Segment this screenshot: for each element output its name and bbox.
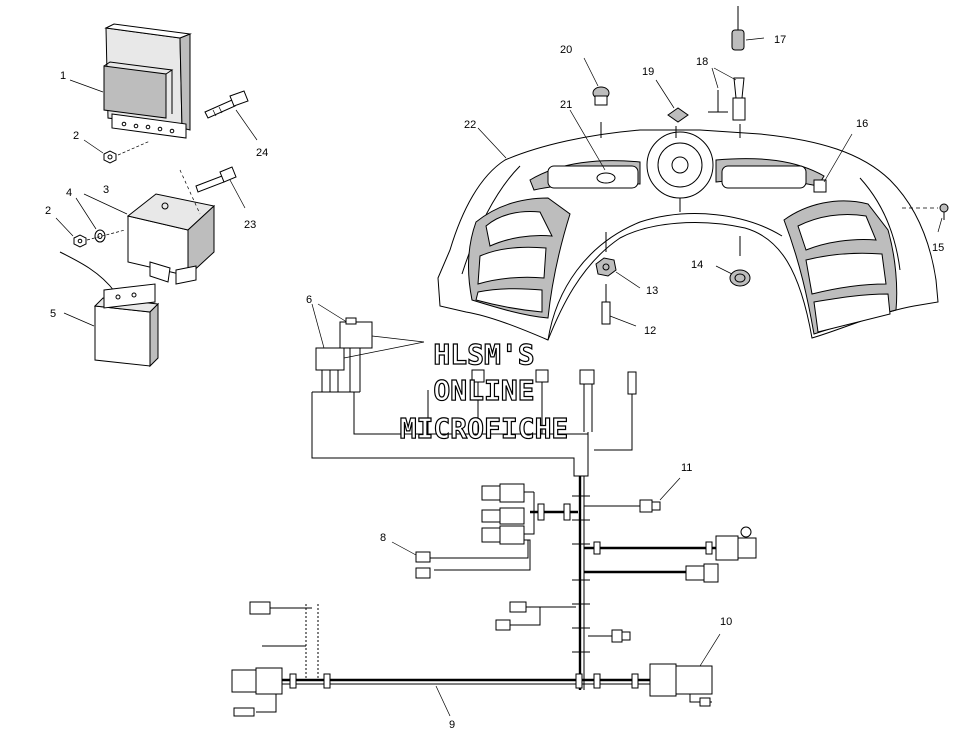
part-18-bulb-socket [708, 67, 746, 138]
part-12-pin [601, 284, 637, 327]
part-16-switch [813, 133, 853, 193]
part-9-harness [231, 601, 650, 717]
part-24-bolt [204, 90, 258, 141]
part-13-nut [595, 232, 641, 289]
part-19-clip [655, 79, 689, 138]
callout-10: 10 [720, 616, 732, 628]
part-3-regulator [83, 193, 216, 285]
callout-13: 13 [646, 285, 658, 297]
callout-22: 22 [464, 119, 476, 131]
callout-18: 18 [696, 56, 708, 68]
part-10-connector [649, 633, 721, 707]
watermark: HLSM'S ONLINE MICROFICHE [399, 337, 569, 445]
harness-trunk [572, 476, 590, 690]
watermark-line2: ONLINE [433, 374, 534, 407]
callout-17: 17 [774, 34, 786, 46]
callout-14: 14 [691, 259, 703, 271]
part-23-bolt [179, 166, 246, 215]
callout-6: 6 [306, 294, 312, 306]
part-6-switches [311, 303, 425, 392]
callout-21: 21 [560, 99, 572, 111]
part-2-nut-upper [83, 139, 151, 164]
callout-8: 8 [380, 532, 386, 544]
callout-3: 3 [103, 184, 109, 196]
harness-left-connectors [434, 483, 578, 571]
callout-24: 24 [256, 147, 268, 159]
callout-2-upper: 2 [73, 130, 79, 142]
part-8-connectors [391, 540, 529, 579]
left-vent [468, 197, 571, 319]
callout-labels: 1 2 24 3 4 2 23 5 6 8 9 10 11 12 13 14 1… [45, 34, 944, 731]
harness-mid-branches [495, 601, 631, 643]
callout-9: 9 [449, 719, 455, 731]
callout-11: 11 [681, 462, 692, 474]
watermark-line3: MICROFICHE [400, 412, 569, 445]
part-5-relay [59, 251, 160, 368]
callout-5: 5 [50, 308, 56, 320]
part-22-dash-pod [437, 127, 939, 341]
callout-12: 12 [644, 325, 656, 337]
harness-right-branches [584, 526, 757, 583]
watermark-line1: HLSM'S [433, 338, 534, 371]
harness-upper [311, 369, 637, 477]
right-vent [783, 200, 898, 335]
part-15-screw [902, 203, 949, 233]
part-17-bulb [731, 6, 765, 51]
callout-2-lower: 2 [45, 205, 51, 217]
part-4-washer [75, 197, 106, 243]
part-11-connector [584, 477, 681, 513]
part-1-cdi-box [69, 23, 192, 139]
callout-20: 20 [560, 44, 572, 56]
part-21-lens [569, 109, 606, 171]
callout-16: 16 [856, 118, 868, 130]
part-2-nut-lower [55, 217, 126, 248]
part-14-grommet [715, 236, 751, 287]
callout-1: 1 [60, 70, 66, 82]
callout-23: 23 [244, 219, 256, 231]
callout-19: 19 [642, 66, 654, 78]
part-20-knob [583, 57, 610, 138]
callout-15: 15 [932, 242, 944, 254]
callout-4: 4 [66, 187, 72, 199]
